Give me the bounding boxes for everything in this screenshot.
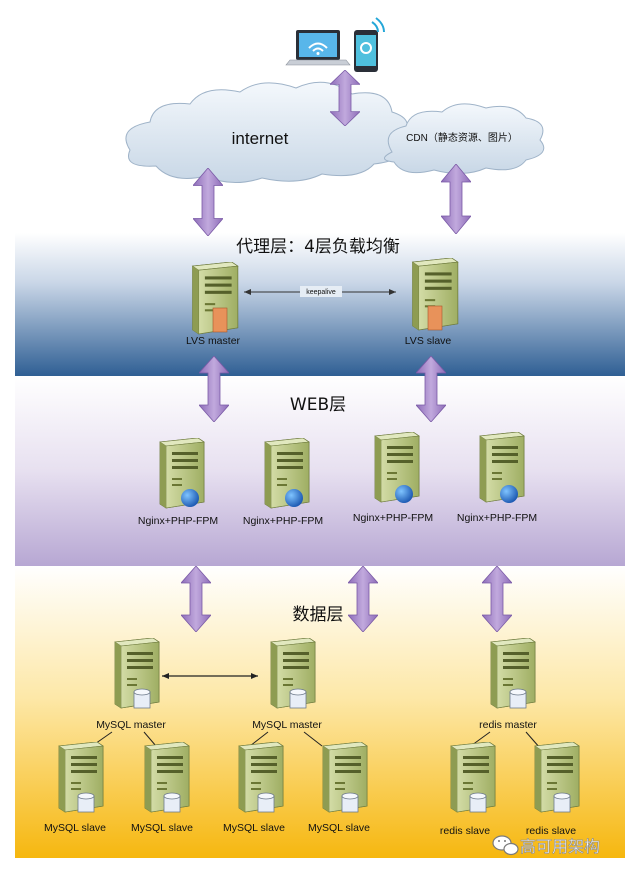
wechat-icon [492, 835, 519, 856]
database-icon [77, 792, 95, 813]
mysql-slave-2: MySQL slave [131, 742, 193, 834]
web-server-2: Nginx+PHP-FPM [243, 438, 323, 527]
web-server-label: Nginx+PHP-FPM [353, 512, 433, 524]
internet-label: internet [232, 129, 289, 148]
mysql-slave-4: MySQL slave [308, 742, 370, 834]
phone-icon [354, 17, 385, 72]
keepalive-link: keepalive [244, 286, 396, 297]
web-server-label: Nginx+PHP-FPM [243, 515, 323, 527]
database-icon [341, 792, 359, 813]
web-layer-title: WEB层 [290, 395, 346, 415]
redis-master: redis master [479, 638, 537, 731]
mysql-slave-label: MySQL slave [308, 822, 370, 834]
mysql-slave-label: MySQL slave [131, 822, 193, 834]
internet-cloud: internet [125, 81, 408, 183]
mysql-slave-label: MySQL slave [223, 822, 285, 834]
mysql-master-label: MySQL master [96, 719, 166, 731]
cdn-proxy-arrow [441, 164, 471, 234]
mysql-master-1: MySQL master [96, 638, 166, 731]
redis-slave-1: redis slave [440, 742, 496, 837]
data-layer-band [15, 566, 625, 858]
lvs-slave-label: LVS slave [405, 335, 452, 347]
database-icon [553, 792, 571, 813]
database-icon [163, 792, 181, 813]
mysql-master-2: MySQL master [252, 638, 322, 731]
mysql-slave-3: MySQL slave [223, 742, 285, 834]
watermark-text: 高可用架构 [520, 837, 600, 856]
mysql-master-label: MySQL master [252, 719, 322, 731]
database-icon [509, 688, 527, 709]
redis-slave-label: redis slave [526, 825, 576, 837]
mysql-slave-label: MySQL slave [44, 822, 106, 834]
web-server-3: Nginx+PHP-FPM [353, 432, 433, 524]
watermark: 高可用架构 [492, 835, 600, 856]
cdn-label: CDN（静态资源、图片） [406, 131, 518, 144]
redis-slave-2: redis slave [526, 742, 580, 837]
web-server-label: Nginx+PHP-FPM [457, 512, 537, 524]
proxy-layer-title: 代理层：4层负载均衡 [236, 237, 400, 257]
database-icon [469, 792, 487, 813]
globe-icon [285, 489, 303, 507]
web-server-label: Nginx+PHP-FPM [138, 515, 218, 527]
globe-icon [500, 485, 518, 503]
keepalive-label: keepalive [306, 289, 336, 296]
mysql-slave-1: MySQL slave [44, 742, 106, 834]
database-icon [257, 792, 275, 813]
firewall-icon [212, 307, 228, 333]
redis-slave-label: redis slave [440, 825, 490, 837]
laptop-icon [285, 30, 351, 66]
web-server-1: Nginx+PHP-FPM [138, 438, 218, 527]
redis-master-label: redis master [479, 719, 537, 731]
database-icon [133, 688, 151, 709]
data-layer-title: 数据层 [293, 605, 344, 625]
web-server-4: Nginx+PHP-FPM [457, 432, 537, 524]
globe-icon [181, 489, 199, 507]
lvs-master-label: LVS master [186, 335, 241, 347]
firewall-icon [427, 305, 443, 331]
cdn-cloud: CDN（静态资源、图片） [384, 103, 545, 174]
mysql-master-link [162, 673, 258, 679]
proxy-layer-band [15, 233, 625, 376]
globe-icon [395, 485, 413, 503]
database-icon [289, 688, 307, 709]
